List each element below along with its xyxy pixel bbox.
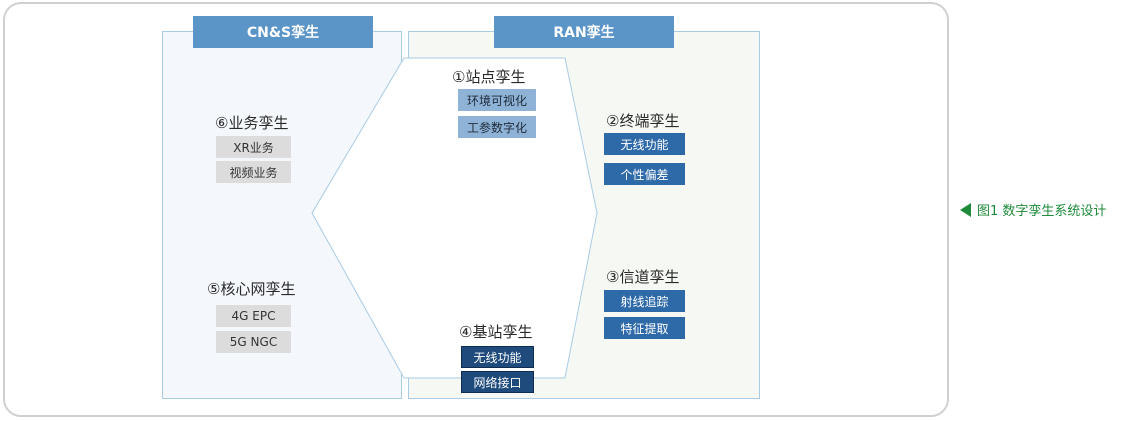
core-twin-title: ⑤核心网孪生 — [207, 280, 296, 298]
figure-caption: 图1 数字孪生系统设计 — [960, 200, 1106, 219]
terminal-chip-wireless: 无线功能 — [604, 133, 685, 155]
site-chip-environment: 环境可视化 — [458, 89, 536, 111]
channel-twin-title: ③信道孪生 — [606, 268, 680, 286]
cns-twin-tab: CN&S孪生 — [193, 16, 373, 48]
service-twin-title: ⑥业务孪生 — [215, 114, 289, 132]
basestation-chip-wireless: 无线功能 — [461, 346, 534, 368]
channel-chip-feature: 特征提取 — [604, 317, 685, 339]
basestation-twin-title: ④基站孪生 — [459, 323, 533, 341]
ran-twin-tab: RAN孪生 — [494, 16, 674, 48]
site-chip-parameters: 工参数字化 — [458, 116, 536, 138]
figure-caption-text: 图1 数字孪生系统设计 — [977, 204, 1107, 219]
core-chip-epc: 4G EPC — [216, 305, 291, 327]
core-chip-ngc: 5G NGC — [216, 331, 291, 353]
service-chip-video: 视频业务 — [216, 161, 291, 183]
site-twin-title: ①站点孪生 — [452, 68, 526, 86]
channel-chip-raytracing: 射线追踪 — [604, 290, 685, 312]
terminal-chip-deviation: 个性偏差 — [604, 163, 685, 185]
service-chip-xr: XR业务 — [216, 136, 291, 158]
basestation-chip-interface: 网络接口 — [461, 371, 534, 393]
triangle-pointer-icon — [960, 202, 971, 217]
terminal-twin-title: ②终端孪生 — [606, 112, 680, 130]
